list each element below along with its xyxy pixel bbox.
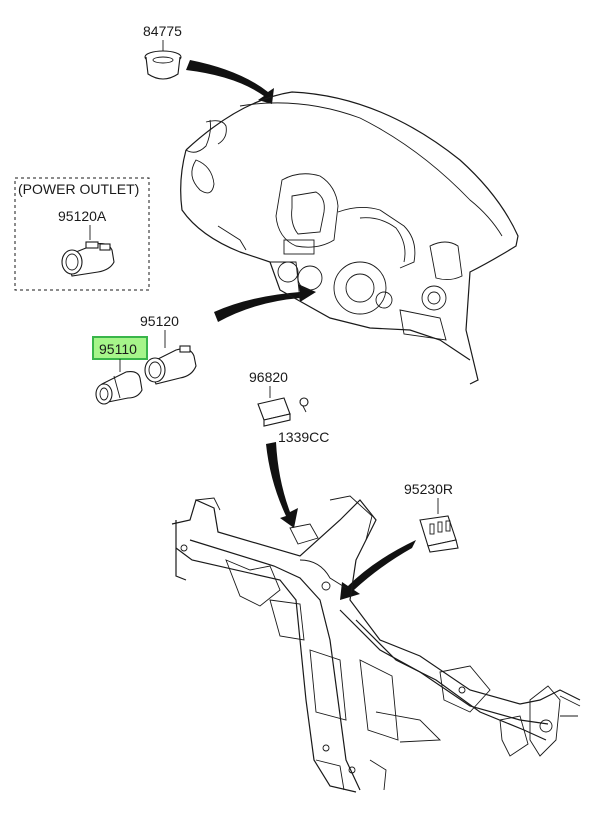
arrow-96820 — [266, 442, 298, 528]
part-95230R-bracket-module — [419, 515, 459, 553]
part-95110-plug — [95, 371, 143, 405]
arrow-84775 — [186, 60, 274, 104]
label-84775[interactable]: 84775 — [143, 23, 182, 39]
label-95230R[interactable]: 95230R — [404, 481, 453, 497]
part-95120-socket — [144, 345, 197, 385]
part-95120A-outlet — [61, 241, 115, 277]
cowl-cross-bar — [171, 495, 581, 793]
part-84775-sensor — [144, 50, 182, 80]
label-95120[interactable]: 95120 — [140, 313, 179, 329]
part-96820-module — [257, 397, 291, 427]
label-95110[interactable]: 95110 — [99, 341, 137, 357]
label-95120A[interactable]: 95120A — [58, 208, 107, 224]
power-outlet-box — [14, 177, 150, 291]
label-power-outlet: (POWER OUTLET) — [18, 181, 139, 197]
dashboard-panel — [180, 91, 519, 385]
arrow-95230R — [340, 540, 416, 600]
part-1339CC-nut — [299, 397, 309, 407]
label-1339CC[interactable]: 1339CC — [278, 429, 329, 445]
label-96820[interactable]: 96820 — [249, 369, 288, 385]
arrow-95120 — [214, 284, 316, 322]
